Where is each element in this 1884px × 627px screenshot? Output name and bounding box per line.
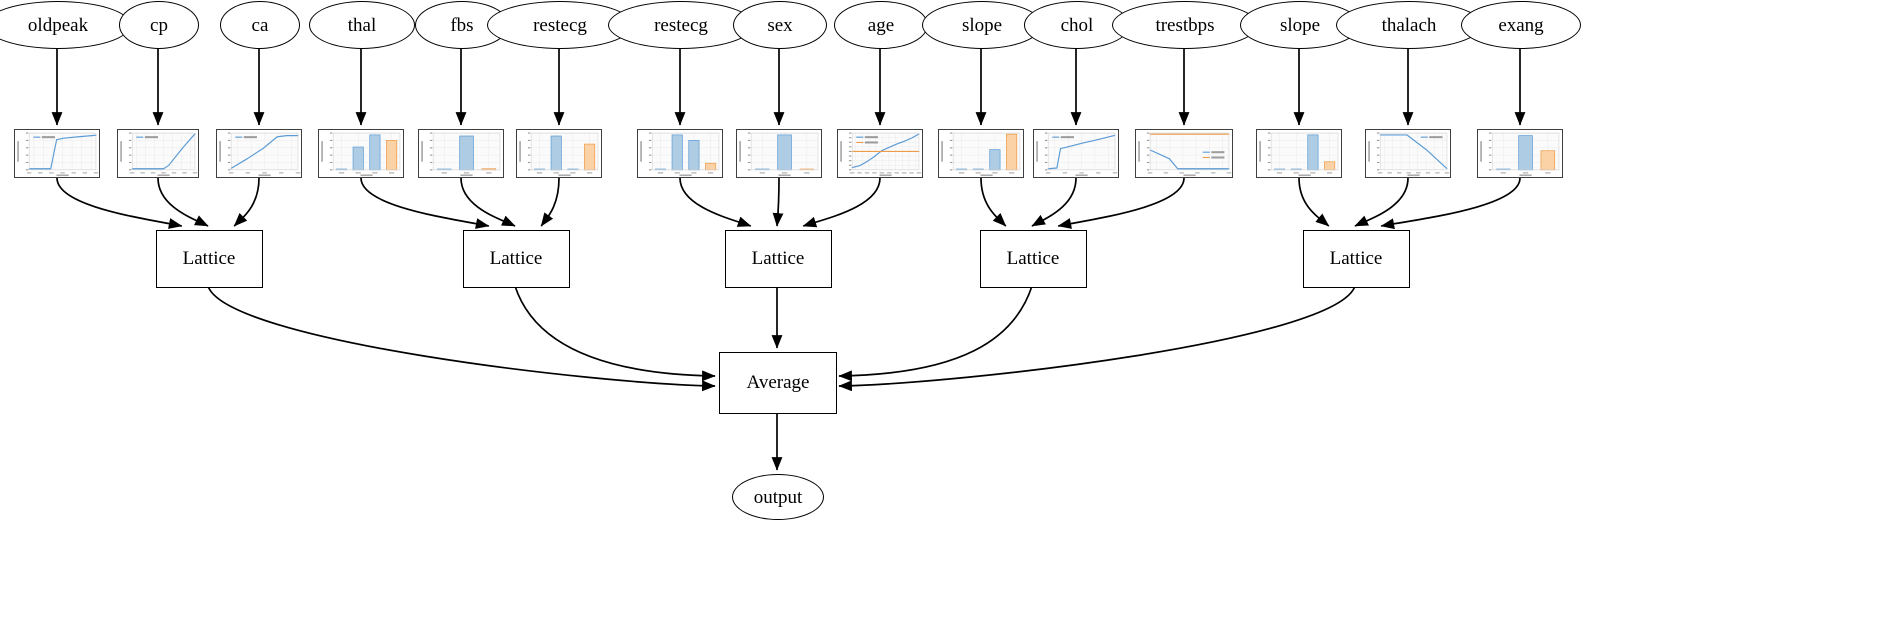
- calibration-chart-fbs: [418, 129, 504, 178]
- feature-node-restecg2[interactable]: restecg: [608, 1, 754, 49]
- feature-node-label: exang: [1498, 14, 1544, 36]
- feature-node-label: sex: [767, 14, 793, 36]
- graph-edge: [980, 177, 1007, 227]
- calibration-chart-sex: [736, 129, 822, 178]
- lattice-node-4[interactable]: Lattice: [979, 230, 1087, 288]
- calibration-chart-age: [837, 129, 923, 178]
- feature-node-label: slope: [961, 14, 1003, 36]
- calibration-chart-cp: [117, 129, 199, 178]
- graph-edge: [679, 177, 752, 227]
- feature-node-oldpeak[interactable]: oldpeak: [0, 1, 131, 49]
- lattice-node-label: Lattice: [1329, 248, 1383, 269]
- feature-node-label: trestbps: [1155, 14, 1215, 36]
- average-node[interactable]: Average: [719, 352, 837, 414]
- feature-node-exang[interactable]: exang: [1461, 1, 1581, 49]
- feature-node-restecg1[interactable]: restecg: [487, 1, 633, 49]
- graph-edge: [1031, 177, 1077, 227]
- graph-edge: [772, 177, 784, 227]
- graph-edge: [1298, 177, 1330, 227]
- lattice-node-2[interactable]: Lattice: [462, 230, 570, 288]
- feature-node-label: thalach: [1381, 14, 1437, 36]
- lattice-node-label: Lattice: [182, 248, 236, 269]
- calibration-chart-slope1: [938, 129, 1024, 178]
- graph-edge: [460, 177, 516, 227]
- graph-edge: [514, 285, 716, 382]
- output-node[interactable]: output: [732, 474, 824, 520]
- feature-node-thalach[interactable]: thalach: [1336, 1, 1482, 49]
- calibration-chart-exang: [1477, 129, 1563, 178]
- feature-node-age[interactable]: age: [834, 1, 928, 49]
- calibration-chart-oldpeak: [14, 129, 100, 178]
- graph-edge: [56, 177, 183, 229]
- output-node-label: output: [753, 486, 803, 508]
- calibration-chart-restecg2: [637, 129, 723, 178]
- lattice-node-label: Lattice: [489, 248, 543, 269]
- feature-node-label: ca: [251, 14, 269, 36]
- feature-node-label: age: [867, 14, 895, 36]
- graph-edge: [838, 285, 1033, 382]
- feature-node-label: fbs: [450, 14, 474, 36]
- calibration-chart-thal: [318, 129, 404, 178]
- feature-node-label: oldpeak: [27, 14, 89, 36]
- graph-edge: [1380, 177, 1521, 230]
- graph-edge: [838, 285, 1356, 392]
- calibration-chart-slope2: [1256, 129, 1342, 178]
- feature-node-ca[interactable]: ca: [219, 1, 301, 49]
- graph-edge: [207, 285, 716, 392]
- lattice-node-label: Lattice: [751, 248, 805, 269]
- lattice-node-3[interactable]: Lattice: [724, 230, 832, 288]
- calibration-chart-restecg1: [516, 129, 602, 178]
- calibration-chart-ca: [216, 129, 302, 178]
- calibration-chart-chol: [1033, 129, 1119, 178]
- graph-edge: [1057, 177, 1185, 229]
- average-node-label: Average: [746, 372, 810, 393]
- feature-node-label: restecg: [654, 14, 708, 36]
- graph-edge: [157, 177, 209, 227]
- feature-node-label: thal: [347, 14, 377, 36]
- feature-node-label: cp: [150, 14, 168, 36]
- feature-node-label: slope: [1279, 14, 1321, 36]
- feature-node-label: chol: [1060, 14, 1094, 36]
- lattice-node-label: Lattice: [1006, 248, 1060, 269]
- graph-edge: [233, 177, 260, 227]
- graph-edge: [540, 177, 560, 227]
- graph-edge: [802, 177, 881, 228]
- calibration-chart-trestbps: [1135, 129, 1233, 178]
- graph-edge: [1354, 177, 1409, 227]
- feature-node-thal[interactable]: thal: [308, 1, 416, 49]
- feature-node-trestbps[interactable]: trestbps: [1112, 1, 1258, 49]
- calibration-chart-thalach: [1365, 129, 1451, 178]
- graph-edge: [360, 177, 490, 229]
- lattice-node-1[interactable]: Lattice: [155, 230, 263, 288]
- feature-node-label: restecg: [533, 14, 587, 36]
- feature-node-cp[interactable]: cp: [118, 1, 200, 49]
- feature-node-sex[interactable]: sex: [733, 1, 827, 49]
- feature-node-slope1[interactable]: slope: [922, 1, 1042, 49]
- lattice-node-5[interactable]: Lattice: [1302, 230, 1410, 288]
